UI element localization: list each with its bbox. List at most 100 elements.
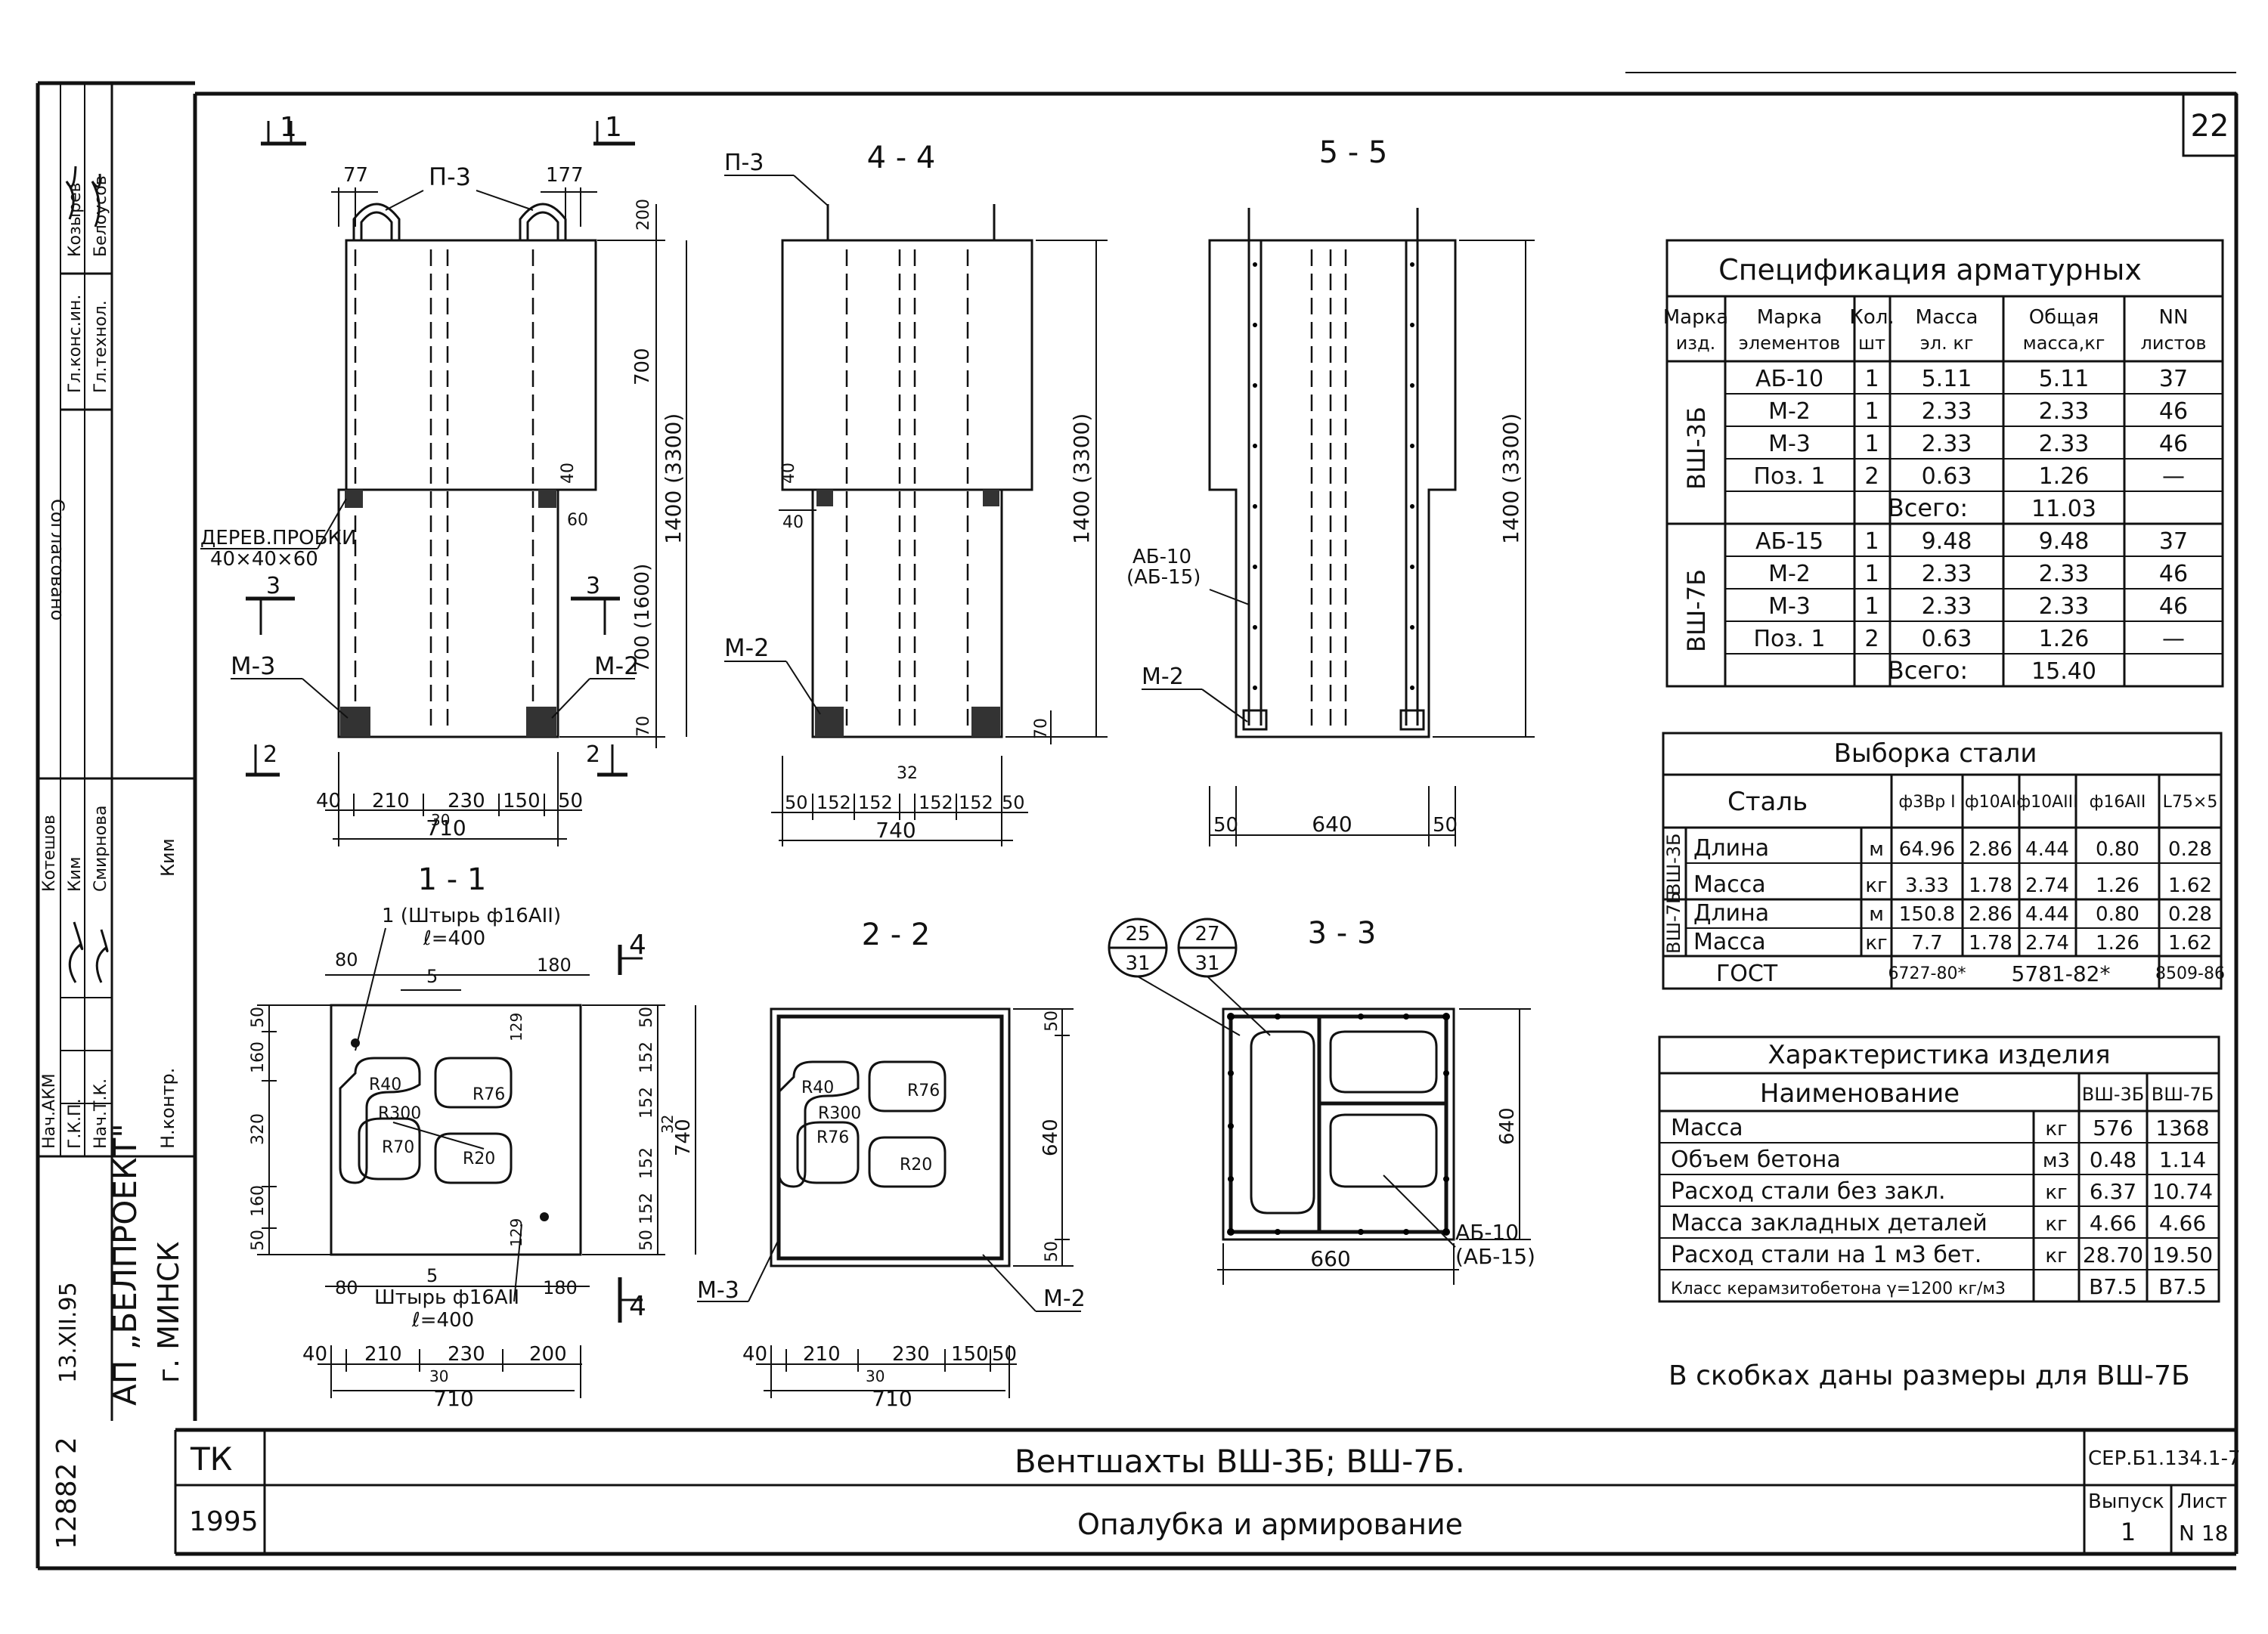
s33-ab-line2: (АБ-15): [1455, 1244, 1535, 1269]
steel-unit-1-1: кг: [1865, 932, 1887, 955]
s11-right-152b: 152: [637, 1087, 656, 1119]
cut-mark-2a: 2: [263, 741, 277, 768]
bot-dim-710: 710: [426, 815, 466, 840]
signature-1: [65, 166, 77, 220]
steel-unit-0-0: м: [1869, 838, 1884, 861]
cut-mark-1a: 1: [280, 112, 297, 143]
char-unit-2: кг: [2045, 1181, 2067, 1204]
s11-bottom-5: 5: [426, 1265, 438, 1286]
s11-bot-30: 30: [429, 1367, 448, 1385]
steel-mark-1: ВШ-7Б: [1663, 891, 1684, 954]
sheet-number: 22: [2191, 109, 2229, 144]
steel-unit-0-1: кг: [1865, 874, 1887, 897]
s11-bot-200: 200: [529, 1343, 567, 1366]
s11-bot-230: 230: [448, 1343, 485, 1366]
spec-cell-1-0-1: 1: [1864, 528, 1879, 555]
s33-ab-line1: АБ-10: [1455, 1220, 1519, 1245]
spec-total-label-0: Всего:: [1888, 494, 1968, 522]
steel-cell-0-1-6: 1.62: [2168, 874, 2212, 897]
size-note: В скобках даны размеры для ВШ-7Б: [1668, 1360, 2190, 1391]
cut-mark-2b: 2: [586, 741, 600, 768]
dim-60: 60: [567, 511, 588, 530]
steel-cell-0-0-6: 0.28: [2168, 838, 2212, 861]
steel-cell-0-0-4: 4.44: [2025, 838, 2069, 861]
steel-name-0-0: Длина: [1693, 835, 1769, 862]
v44-bot-152c: 152: [919, 792, 953, 813]
approval-1: Гл.конс.ин.: [66, 295, 85, 393]
issue-value: 1: [2121, 1518, 2136, 1546]
s11-pin-bottom-1: Штырь ф16АII: [374, 1286, 519, 1309]
section-3-3: 25 31 27 31 3 - 3 640 660 АБ-10 (АБ-15): [1108, 916, 1535, 1285]
bot-dim-230: 230: [448, 790, 485, 812]
signature-4: [95, 929, 109, 983]
dim-1400-3300: 1400 (3300): [661, 413, 686, 544]
drawing-title: Вентшахты ВШ-3Б; ВШ-7Б.: [1015, 1443, 1465, 1480]
spec-cell-0-3-1: 2: [1864, 463, 1879, 490]
s22-radius-300: R300: [818, 1104, 861, 1123]
v55-bot-50a: 50: [1213, 814, 1238, 837]
spec-header-3-b: эл. кг: [1920, 333, 1974, 354]
s11-radius-70: R70: [382, 1138, 414, 1157]
char-name-4: Расход стали на 1 м3 бет.: [1671, 1242, 1981, 1268]
s22-bot-230: 230: [892, 1343, 930, 1366]
v44-bot-740: 740: [875, 818, 916, 843]
s11-bot-40: 40: [302, 1343, 327, 1366]
char-header-name: Наименование: [1760, 1079, 1960, 1109]
org-name: АП „БЕЛПРОЕКТ": [107, 1123, 144, 1406]
s11-right-152c: 152: [637, 1147, 656, 1179]
dim-77: 77: [343, 164, 368, 187]
s11-right-152d: 152: [637, 1193, 656, 1224]
spec-cell-0-0-0: АБ-10: [1755, 366, 1823, 392]
char-vsh7-2: 10.74: [2152, 1179, 2213, 1204]
s11-left-160a: 160: [249, 1041, 268, 1073]
steel-cell-0-1-3: 1.78: [1969, 874, 2012, 897]
spec-header-2-a: Кол.: [1849, 306, 1894, 329]
signature-2: [91, 173, 101, 227]
char-name-3: Масса закладных деталей: [1671, 1210, 1988, 1236]
s22-right-640: 640: [1040, 1119, 1062, 1156]
spec-cell-1-1-0: М-2: [1768, 561, 1811, 587]
s11-left-50a: 50: [249, 1007, 268, 1028]
spec-cell-1-0-4: 37: [2159, 528, 2188, 555]
v44-title: 4 - 4: [867, 141, 936, 175]
s22-bot-40: 40: [742, 1343, 767, 1366]
s11-title: 1 - 1: [418, 862, 487, 897]
s11-dim-180-top: 180: [537, 955, 572, 976]
spec-header-4-b: масса,кг: [2023, 333, 2105, 354]
steel-cell-1-1-5: 1.26: [2096, 932, 2139, 955]
steel-cell-1-1-4: 2.74: [2025, 932, 2069, 955]
s11-left-160b: 160: [249, 1185, 268, 1217]
view-5-5: 5 - 5 АБ-10 (АБ-15) М-2 1400 (3300) 50 6…: [1126, 135, 1535, 846]
s11-cut-4b: 4: [629, 1291, 646, 1322]
char-vsh3-4: 28.70: [2083, 1243, 2143, 1267]
steel-cell-0-1-5: 1.26: [2096, 874, 2139, 897]
spec-table: Спецификация арматурных Маркаизд.Маркаэл…: [1663, 239, 2224, 688]
m2-label: М-2: [594, 651, 640, 680]
char-unit-4: кг: [2045, 1245, 2067, 1267]
dim-70: 70: [634, 716, 653, 737]
char-vsh7-0: 1368: [2155, 1116, 2209, 1140]
org-city: г. МИНСК: [152, 1242, 185, 1383]
s22-radius-76a: R76: [816, 1128, 849, 1147]
s11-right-50b: 50: [637, 1230, 656, 1251]
sheet-frame: [36, 72, 2239, 1571]
cut-mark-1b: 1: [605, 112, 622, 143]
char-unit-1: м3: [2043, 1150, 2070, 1172]
v55-title: 5 - 5: [1319, 135, 1388, 170]
bubble-27: 27: [1194, 923, 1219, 945]
spec-cell-0-3-0: Поз. 1: [1753, 463, 1825, 490]
v55-rebar-dots: [1253, 262, 1414, 690]
s33-title: 3 - 3: [1308, 916, 1377, 951]
spec-cell-1-3-1: 2: [1864, 626, 1879, 652]
s22-bot-210: 210: [803, 1343, 841, 1366]
sheet-value: N 18: [2179, 1521, 2228, 1546]
char-vsh3-0: 576: [2093, 1116, 2133, 1140]
spec-header-3-a: Масса: [1916, 306, 1978, 329]
v55-dim-1400: 1400 (3300): [1498, 413, 1523, 544]
spec-cell-0-0-4: 37: [2159, 366, 2188, 392]
view-4-4: 4 - 4 П-3 40 40 М-2 1400 (3300) 70: [724, 141, 1108, 846]
